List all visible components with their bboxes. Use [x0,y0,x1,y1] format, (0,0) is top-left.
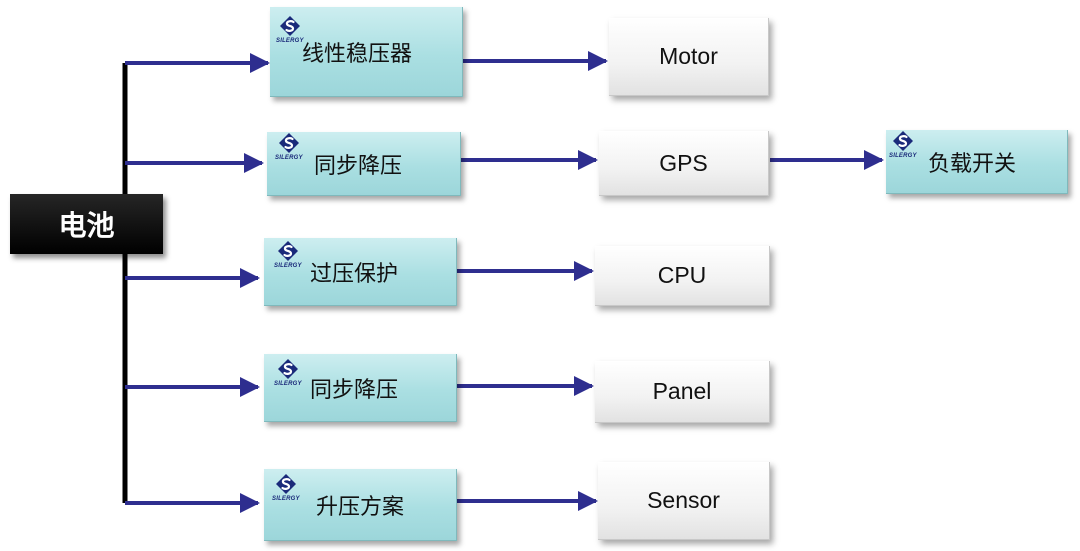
silergy-logo-text: SILERGY [274,263,302,269]
device-label: CPU [657,262,707,288]
silergy-logo: SILERGY [274,358,304,394]
silergy-logo: SILERGY [276,15,306,51]
load-switch-node: SILERGY 负载开关 [886,130,1068,194]
silergy-logo: SILERGY [274,240,304,276]
silergy-logo: SILERGY [272,473,302,509]
device-node-3: CPU [595,246,770,306]
device-label: Panel [652,378,712,404]
silergy-logo-text: SILERGY [274,381,302,387]
device-node-5: Sensor [598,462,770,540]
device-node-4: Panel [595,361,770,423]
device-node-1: Motor [609,18,769,96]
silergy-emblem-icon [278,359,298,379]
silergy-emblem-icon [279,133,299,153]
chip-label: 同步降压 [310,377,399,403]
battery-label: 电池 [58,209,115,242]
chip-label: 同步降压 [314,153,403,179]
chip-node-3: SILERGY 过压保护 [264,238,457,306]
silergy-logo-text: SILERGY [272,496,300,502]
device-node-2: GPS [599,131,769,196]
chip-node-1: SILERGY 线性稳压器 [270,7,463,97]
chip-label: 升压方案 [316,494,405,520]
chip-label: 过压保护 [310,261,399,287]
chip-label: 线性稳压器 [302,41,413,67]
silergy-emblem-icon [893,131,913,151]
device-label: Motor [659,43,718,69]
chip-node-4: SILERGY 同步降压 [264,354,457,422]
load-switch-label: 负载开关 [928,151,1017,177]
battery-node: 电池 [10,194,163,254]
silergy-logo: SILERGY [275,132,305,168]
silergy-logo-text: SILERGY [889,153,917,159]
device-label: GPS [659,149,708,176]
device-label: Sensor [647,487,720,513]
silergy-emblem-icon [280,16,300,36]
chip-node-5: SILERGY 升压方案 [264,469,457,541]
silergy-emblem-icon [276,474,296,494]
silergy-logo-text: SILERGY [275,155,303,161]
chip-node-2: SILERGY 同步降压 [267,132,461,196]
silergy-logo: SILERGY [889,130,919,166]
silergy-logo-text: SILERGY [276,38,304,44]
silergy-emblem-icon [278,241,298,261]
